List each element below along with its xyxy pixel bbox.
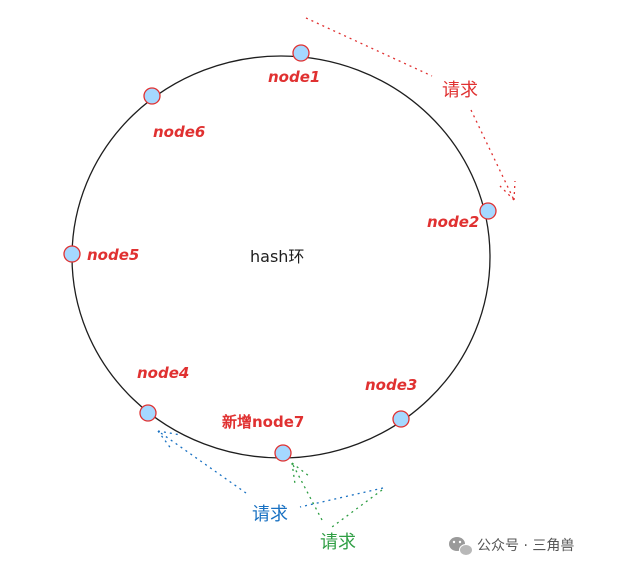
request-path-green — [291, 462, 383, 528]
node4-dot — [139, 404, 157, 422]
node1-label: node1 — [268, 68, 320, 86]
node3-label: node3 — [365, 376, 417, 394]
request-path-red — [305, 17, 516, 201]
request-label-blue: 请求 — [252, 504, 288, 525]
watermark-text: 公众号 · 三角兽 — [477, 538, 574, 554]
node1-dot — [292, 44, 310, 62]
node2-dot — [479, 202, 497, 220]
node3-dot — [392, 410, 410, 428]
request-label-red: 请求 — [442, 80, 478, 101]
node6-label: node6 — [153, 123, 205, 141]
node5-dot — [63, 245, 81, 263]
node7-dot — [274, 444, 292, 462]
request-label-green: 请求 — [320, 532, 356, 553]
node4-label: node4 — [137, 364, 189, 382]
node7-label: 新增node7 — [222, 413, 304, 431]
request-path-blue — [157, 430, 384, 508]
node5-label: node5 — [87, 246, 139, 264]
node2-label: node2 — [427, 213, 479, 231]
ring-center-label: hash环 — [250, 247, 304, 266]
wechat-icon — [449, 537, 473, 556]
node6-dot — [143, 87, 161, 105]
